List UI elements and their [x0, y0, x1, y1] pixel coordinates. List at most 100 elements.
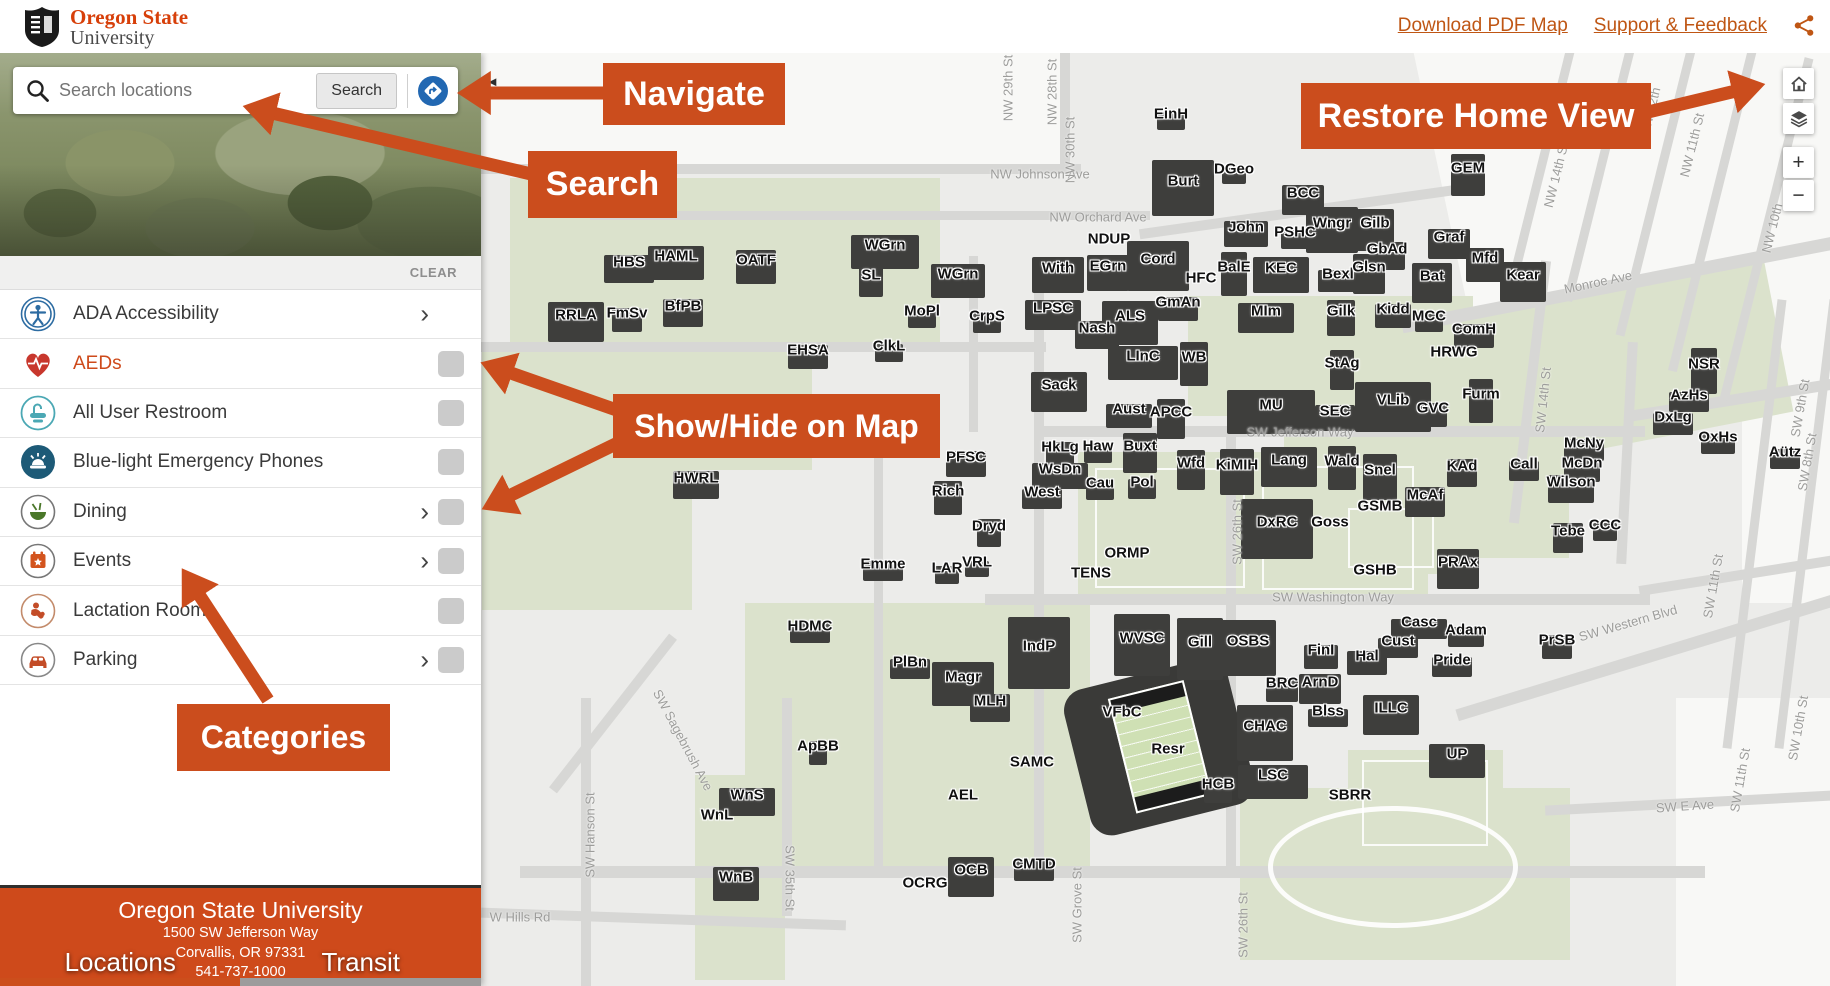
map-building[interactable]	[1363, 454, 1397, 500]
map-building[interactable]	[875, 344, 903, 362]
map-building[interactable]	[1157, 112, 1185, 130]
category-all-user-restroom[interactable]: All User Restroom	[0, 388, 481, 439]
map-building[interactable]	[1355, 382, 1431, 432]
map-building[interactable]	[1299, 674, 1341, 704]
layers-button[interactable]	[1783, 103, 1814, 134]
map-building[interactable]	[970, 694, 1010, 722]
map-building[interactable]	[1022, 489, 1062, 509]
map-building[interactable]	[1241, 499, 1313, 559]
map-building[interactable]	[1375, 304, 1411, 328]
tab-transit[interactable]: Transit	[321, 947, 401, 977]
map-building[interactable]	[790, 623, 830, 643]
map-building[interactable]	[1106, 404, 1152, 428]
map-building[interactable]	[1447, 459, 1477, 487]
map-building[interactable]	[648, 246, 704, 280]
map-building[interactable]	[1653, 413, 1693, 435]
map-building[interactable]	[1451, 154, 1485, 196]
map-building[interactable]	[1564, 439, 1604, 461]
map-building[interactable]	[663, 299, 703, 327]
map-building[interactable]	[859, 267, 883, 297]
map-building[interactable]	[1086, 480, 1114, 500]
map-building[interactable]	[1266, 678, 1298, 702]
restroom-visibility-checkbox[interactable]	[438, 399, 464, 426]
clear-button[interactable]: CLEAR	[409, 265, 457, 280]
map-building[interactable]	[1363, 695, 1419, 735]
map-building[interactable]	[1701, 434, 1735, 454]
map-building[interactable]	[1437, 549, 1479, 589]
map-building[interactable]	[1157, 399, 1185, 439]
map-building[interactable]	[713, 867, 759, 901]
map-building[interactable]	[809, 741, 827, 765]
map-building[interactable]	[1669, 392, 1709, 412]
dining-visibility-checkbox[interactable]	[438, 498, 464, 525]
map-building[interactable]	[1469, 379, 1493, 423]
map-building[interactable]	[1220, 620, 1276, 676]
map-building[interactable]	[1281, 229, 1309, 249]
map-building[interactable]	[1448, 627, 1484, 647]
zoom-in-button[interactable]: +	[1783, 147, 1814, 178]
events-visibility-checkbox[interactable]	[438, 548, 464, 575]
map-building[interactable]	[1114, 614, 1170, 676]
map-building[interactable]	[1691, 348, 1717, 394]
map-building[interactable]	[1542, 635, 1572, 659]
map-building[interactable]	[1315, 405, 1355, 431]
map-building[interactable]	[1204, 779, 1232, 803]
map-building[interactable]	[1075, 321, 1119, 349]
map-building[interactable]	[965, 561, 989, 577]
map-building[interactable]	[931, 264, 985, 298]
map-building[interactable]	[1031, 372, 1087, 412]
map-building[interactable]	[1553, 523, 1583, 553]
map-building[interactable]	[1330, 350, 1354, 390]
map-building[interactable]	[934, 481, 962, 515]
map-building[interactable]	[1548, 475, 1594, 503]
map-building[interactable]	[1429, 744, 1485, 778]
map-building[interactable]	[1108, 346, 1178, 380]
map-building[interactable]	[1224, 221, 1268, 247]
map-building[interactable]	[946, 451, 986, 477]
map-building[interactable]	[1593, 523, 1617, 541]
map-building[interactable]	[1419, 403, 1447, 427]
map-building[interactable]	[736, 250, 776, 284]
map-building[interactable]	[1318, 270, 1358, 292]
search-input[interactable]	[51, 80, 317, 101]
map-building[interactable]	[1084, 443, 1112, 463]
map-building[interactable]	[1428, 229, 1470, 259]
map-building[interactable]	[612, 308, 642, 332]
map-building[interactable]	[1253, 257, 1309, 293]
chevron-right-icon[interactable]: ›	[420, 496, 429, 527]
map-building[interactable]	[1177, 618, 1223, 680]
map-building[interactable]	[1261, 447, 1317, 487]
map-building[interactable]	[1014, 861, 1054, 881]
map-building[interactable]	[1328, 446, 1356, 490]
map-building[interactable]	[890, 659, 930, 679]
map-building[interactable]	[1237, 705, 1293, 761]
map-building[interactable]	[788, 345, 828, 369]
map-building[interactable]	[1180, 342, 1208, 386]
map-building[interactable]	[1454, 324, 1494, 348]
category-blue-light-phones[interactable]: Blue-light Emergency Phones	[0, 438, 481, 488]
map-building[interactable]	[1008, 617, 1070, 689]
map-building[interactable]	[935, 566, 959, 584]
map-building[interactable]	[719, 788, 775, 816]
map-building[interactable]	[973, 313, 1001, 333]
map-building[interactable]	[1327, 300, 1355, 336]
map-building[interactable]	[1509, 461, 1539, 481]
map-building[interactable]	[1238, 765, 1308, 799]
map-building[interactable]	[1227, 390, 1315, 434]
map-building[interactable]	[1369, 242, 1405, 270]
map-building[interactable]	[1158, 297, 1198, 321]
chevron-right-icon[interactable]: ›	[420, 644, 429, 675]
lactation-visibility-checkbox[interactable]	[438, 597, 464, 624]
map-building[interactable]	[1222, 168, 1246, 184]
navigate-directions-icon[interactable]	[417, 75, 449, 107]
map-building[interactable]	[1500, 262, 1546, 302]
map-building[interactable]	[1087, 255, 1129, 291]
map-building[interactable]	[1025, 300, 1081, 330]
search-button[interactable]: Search	[316, 72, 397, 109]
map-building[interactable]	[1412, 263, 1452, 303]
map-building[interactable]	[977, 519, 1001, 547]
category-lactation-rooms[interactable]: Lactation Rooms	[0, 586, 481, 636]
map-building[interactable]	[1123, 433, 1157, 473]
download-pdf-map-link[interactable]: Download PDF Map	[1397, 14, 1568, 36]
